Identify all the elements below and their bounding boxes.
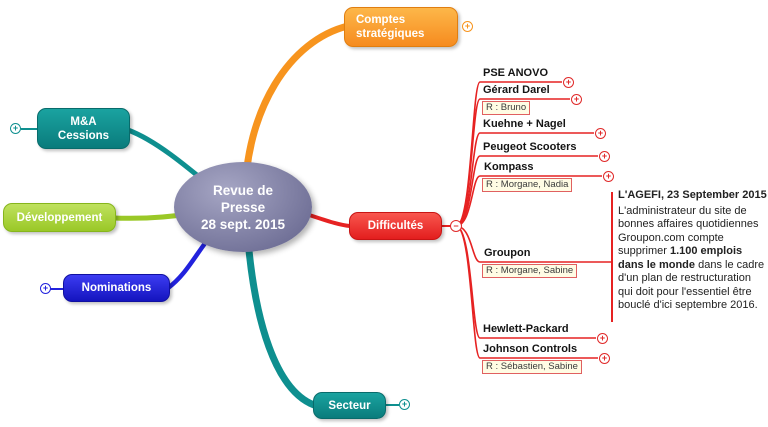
tag-johnson-controls[interactable]: R : Sébastien, Sabine [482,360,582,374]
child-node-kompass[interactable]: Kompass [484,161,534,173]
expand-plus-icon-hewlett-packard[interactable]: + [597,333,608,344]
child-node-hewlett-packard[interactable]: Hewlett-Packard [483,323,569,335]
expand-plus-icon-comptes[interactable]: + [462,21,473,32]
child-line-hewlett-packard [455,225,596,339]
tag-gerard-darel[interactable]: R : Bruno [482,101,531,115]
tag-groupon[interactable]: R : Morgane, Sabine [482,264,578,278]
child-line-groupon [455,225,612,263]
child-node-johnson-controls[interactable]: Johnson Controls [483,343,578,355]
note-body-bold: 1.100 emplois dans le monde [618,245,743,271]
expand-plus-icon-gerard-darel[interactable]: + [571,94,582,105]
expand-plus-icon-secteur[interactable]: + [399,399,410,410]
branch-node-secteur[interactable]: Secteur [313,392,386,419]
child-node-pse-anovo[interactable]: PSE ANOVO [483,67,548,79]
child-line-gerard-darel [455,98,570,227]
child-node-gerard-darel[interactable]: Gérard Darel [483,84,550,96]
child-node-groupon[interactable]: Groupon [484,247,531,259]
expand-plus-icon-peugeot-scooters[interactable]: + [599,151,610,162]
expand-plus-icon-kompass[interactable]: + [603,171,614,182]
expand-plus-icon-pse-anovo[interactable]: + [563,77,574,88]
central-topic[interactable]: Revue de Presse 28 sept. 2015 [174,162,312,252]
branch-node-ma-cessions[interactable]: M&A Cessions [37,108,130,149]
collapse-minus-icon-difficultes[interactable]: − [450,220,462,232]
note-groupon[interactable]: L'AGEFI, 23 September 2015 L'administrat… [618,189,768,313]
note-title: L'AGEFI, 23 September 2015 [618,189,767,201]
branch-line-secteur [244,236,318,409]
expand-plus-icon-kuehne-nagel[interactable]: + [595,128,606,139]
note-body-pre: L'administrateur du site de bonnes affai… [618,204,759,258]
branch-node-nominations[interactable]: Nominations [63,274,170,302]
note-body-post: dans le cadre d'un plan de restructurati… [618,258,765,312]
branch-node-difficultes[interactable]: Difficultés [349,212,442,240]
branch-node-comptes-strategiques[interactable]: Comptes stratégiques [344,7,458,47]
branch-node-developpement[interactable]: Développement [3,203,116,232]
child-line-johnson-controls [455,225,598,359]
expand-plus-icon-johnson-controls[interactable]: + [599,353,610,364]
note-body: L'administrateur du site de bonnes affai… [618,205,768,313]
expand-plus-icon-ma[interactable]: + [10,123,21,134]
child-node-peugeot-scooters[interactable]: Peugeot Scooters [483,141,577,153]
expand-plus-icon-nominations[interactable]: + [40,283,51,294]
child-node-kuehne-nagel[interactable]: Kuehne + Nagel [483,118,566,130]
tag-kompass[interactable]: R : Morgane, Nadia [482,178,573,192]
